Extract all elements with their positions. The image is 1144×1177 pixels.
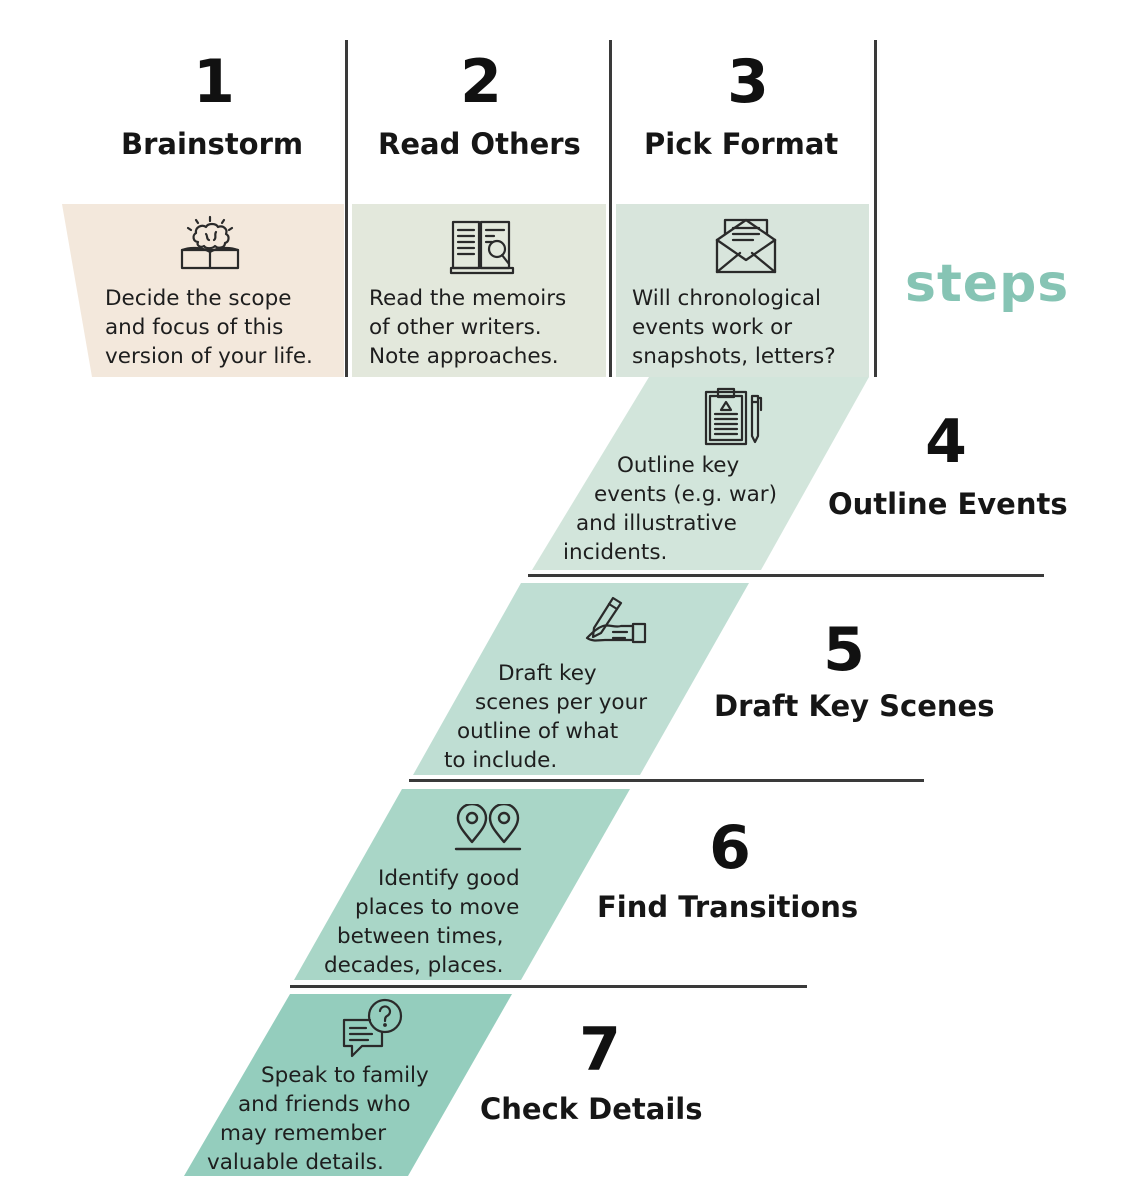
step2-line: Read the memoirs	[369, 286, 567, 311]
step6-panel	[294, 789, 630, 980]
step1-number: 1	[193, 47, 235, 117]
envelope-letter-icon	[713, 214, 779, 276]
step4-line: incidents.	[563, 540, 668, 565]
step5-line: to include.	[444, 748, 558, 773]
step2-line: Note approaches.	[369, 344, 559, 369]
divider-1-2	[345, 40, 348, 377]
step5-panel	[413, 583, 749, 775]
steps-side-label: steps	[905, 254, 1070, 314]
step4-panel	[532, 377, 869, 570]
step7-title: Check Details	[480, 1092, 703, 1126]
step4-line: events (e.g. war)	[594, 482, 778, 507]
step3-line: snapshots, letters?	[632, 344, 836, 369]
step3-title: Pick Format	[644, 127, 839, 161]
divider-3-right	[874, 40, 877, 377]
chat-question-icon	[338, 998, 406, 1060]
step3-line: events work or	[632, 315, 793, 340]
step6-line: decades, places.	[324, 953, 504, 978]
step6-number: 6	[709, 813, 751, 883]
step6-description: Identify good places to move between tim…	[324, 864, 520, 980]
step6-line: places to move	[355, 895, 520, 920]
clipboard-pen-icon	[700, 386, 766, 448]
step4-number: 4	[925, 407, 967, 477]
step7-line: may remember	[220, 1121, 387, 1146]
step1-line: version of your life.	[105, 344, 313, 369]
step1-line: and focus of this	[105, 315, 284, 340]
divider-4-5	[528, 574, 1044, 577]
step7-panel	[184, 994, 512, 1176]
step4-line: and illustrative	[576, 511, 737, 536]
step2-description: Read the memoirs of other writers. Note …	[369, 284, 566, 371]
step5-description: Draft key scenes per your outline of wha…	[443, 659, 647, 775]
step6-title: Find Transitions	[597, 890, 859, 924]
step5-number: 5	[823, 615, 865, 685]
step7-line: valuable details.	[207, 1150, 384, 1175]
divider-6-7	[290, 985, 807, 988]
divider-2-3	[609, 40, 612, 377]
brain-book-icon	[178, 212, 242, 274]
step2-title: Read Others	[378, 127, 581, 161]
open-book-magnifier-icon	[449, 216, 517, 278]
two-location-pins-icon	[454, 804, 522, 852]
step3-description: Will chronological events work or snapsh…	[632, 284, 836, 371]
step4-title: Outline Events	[828, 487, 1068, 521]
step5-line: scenes per your	[475, 690, 648, 715]
step1-description: Decide the scope and focus of this versi…	[105, 284, 313, 371]
step2-line: of other writers.	[369, 315, 542, 340]
step5-line: Draft key	[498, 661, 597, 686]
step7-description: Speak to family and friends who may reme…	[207, 1061, 429, 1177]
step1-title: Brainstorm	[121, 127, 304, 161]
step4-description: Outline key events (e.g. war) and illust…	[561, 451, 777, 567]
step6-line: Identify good	[378, 866, 520, 891]
step2-number: 2	[460, 47, 502, 117]
step7-line: Speak to family	[261, 1063, 429, 1088]
divider-5-6	[409, 779, 924, 782]
step4-line: Outline key	[617, 453, 740, 478]
step3-line: Will chronological	[632, 286, 822, 311]
step1-panel	[62, 204, 344, 377]
step7-number: 7	[579, 1015, 621, 1085]
step6-line: between times,	[337, 924, 504, 949]
step5-title: Draft Key Scenes	[714, 689, 995, 723]
step3-number: 3	[727, 47, 769, 117]
step3-panel	[616, 204, 869, 377]
step7-line: and friends who	[238, 1092, 411, 1117]
step5-line: outline of what	[457, 719, 619, 744]
hand-writing-icon	[583, 594, 651, 646]
step1-line: Decide the scope	[105, 286, 292, 311]
